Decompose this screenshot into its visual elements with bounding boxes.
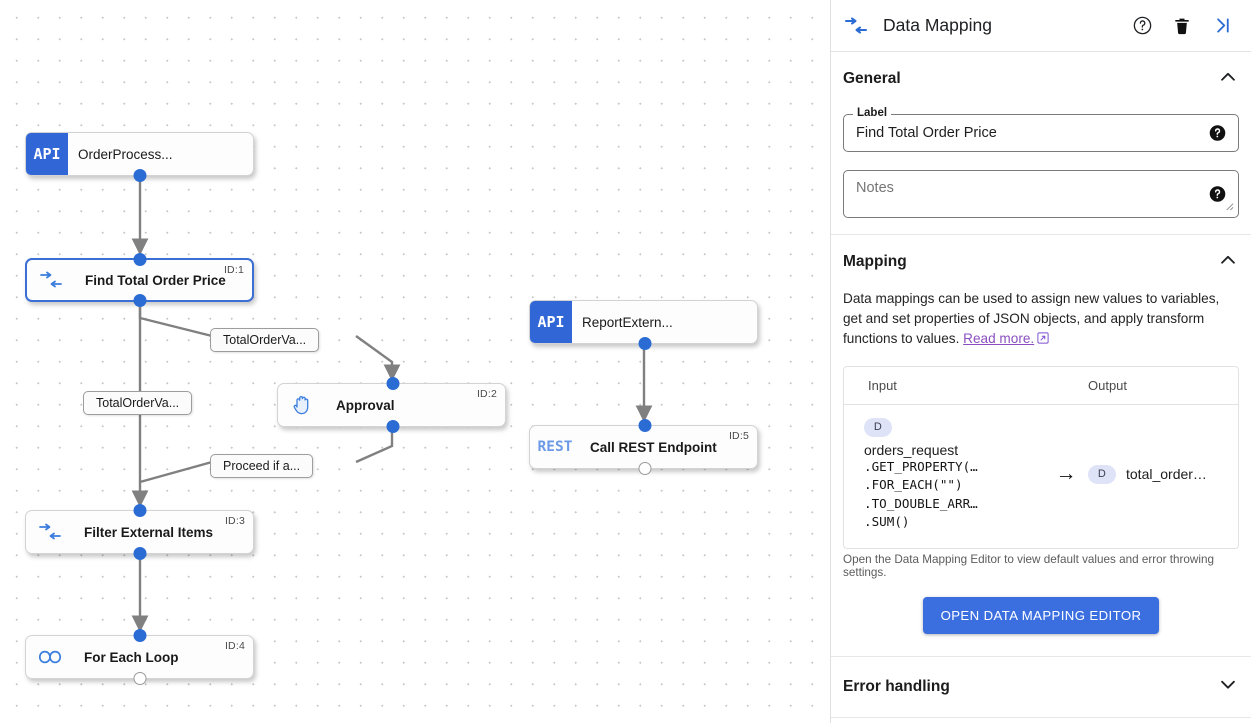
- flow-node-find-total-order-price[interactable]: Find Total Order Price ID:1: [25, 253, 254, 307]
- mapping-output-cell: D total_order…: [1088, 464, 1238, 484]
- column-header-input: Input: [868, 378, 897, 393]
- data-mapping-icon: [27, 260, 75, 300]
- flow-node-id: ID:4: [224, 640, 245, 652]
- flow-node-label: Approval: [336, 397, 395, 413]
- mapping-hint: Open the Data Mapping Editor to view def…: [843, 552, 1214, 579]
- data-mapping-icon: [843, 17, 869, 35]
- mapping-table: Input Output D orders_request .GET_PROPE…: [843, 366, 1239, 549]
- section-divider: [831, 655, 1251, 657]
- flow-node-id: ID:1: [223, 264, 244, 276]
- chevron-up-icon[interactable]: [1217, 66, 1239, 93]
- external-link-icon[interactable]: [1037, 330, 1049, 350]
- flow-node-id: ID:5: [728, 430, 749, 442]
- mapping-input-cell: D orders_request .GET_PROPERTY(… .FOR_EA…: [844, 417, 1044, 532]
- flow-canvas[interactable]: API OrderProcess... Find Total Order Pri…: [0, 0, 830, 723]
- edge-label-proceed-if-approved[interactable]: Proceed if a...: [210, 454, 314, 478]
- data-mapping-icon: [26, 511, 74, 553]
- notes-placeholder: Notes: [856, 180, 894, 196]
- section-error-handling-header[interactable]: Error handling: [831, 657, 1251, 717]
- node-port-top[interactable]: [638, 419, 652, 432]
- section-title: Mapping: [843, 253, 907, 270]
- help-icon[interactable]: [1209, 125, 1226, 142]
- flow-node-approval[interactable]: Approval ID:2: [277, 377, 506, 433]
- mapping-table-header: Input Output: [844, 367, 1238, 405]
- type-badge: D: [1088, 464, 1116, 484]
- resize-handle[interactable]: [1223, 200, 1234, 214]
- mapping-arrow-icon: →: [1055, 462, 1077, 486]
- flow-node-call-rest-endpoint[interactable]: REST Call REST Endpoint ID:5: [529, 419, 758, 475]
- node-port-bottom[interactable]: [133, 169, 146, 182]
- section-divider: [831, 716, 1251, 718]
- flow-node-id: ID:3: [224, 515, 245, 527]
- edge-label-totalordervalue-upper[interactable]: TotalOrderVa...: [210, 328, 320, 352]
- page-title: Data Mapping: [883, 15, 992, 35]
- flow-edges: [131, 176, 653, 633]
- notes-field[interactable]: Notes: [843, 170, 1239, 218]
- node-port-bottom[interactable]: [133, 672, 146, 685]
- node-port-bottom[interactable]: [133, 294, 146, 307]
- notes-field-wrapper: Notes: [831, 152, 1251, 234]
- help-icon[interactable]: [1209, 186, 1226, 203]
- flow-node-label: Call REST Endpoint: [590, 439, 717, 455]
- flow-node-label: Find Total Order Price: [85, 272, 226, 288]
- input-transform-chain: .GET_PROPERTY(… .FOR_EACH("") .TO_DOUBLE…: [864, 458, 1044, 532]
- node-port-bottom[interactable]: [386, 420, 400, 433]
- node-port-top[interactable]: [133, 629, 146, 642]
- panel-body: General Label Find Total Order Price: [831, 52, 1251, 723]
- help-circle-icon[interactable]: [1127, 11, 1157, 41]
- properties-panel: Data Mapping: [830, 0, 1251, 723]
- open-editor-button-row: OPEN DATA MAPPING EDITOR: [831, 579, 1251, 656]
- flow-node-id: ID:2: [476, 388, 497, 400]
- node-port-bottom[interactable]: [638, 337, 652, 350]
- trash-icon[interactable]: [1167, 11, 1197, 41]
- node-port-bottom[interactable]: [638, 462, 652, 475]
- label-field[interactable]: Label Find Total Order Price: [843, 107, 1239, 152]
- transform-step: .SUM(): [864, 514, 910, 529]
- mapping-description-text: Data mappings can be used to assign new …: [843, 291, 1220, 346]
- label-field-value: Find Total Order Price: [856, 125, 997, 141]
- chevron-down-icon[interactable]: [1217, 673, 1239, 700]
- flow-node-label: ReportExtern...: [582, 314, 673, 330]
- label-field-legend: Label: [853, 107, 892, 119]
- label-field-wrapper: Label Find Total Order Price: [831, 106, 1251, 152]
- transform-step: .FOR_EACH(""): [864, 477, 963, 492]
- flow-node-orderprocess[interactable]: API OrderProcess...: [25, 132, 254, 182]
- output-variable-name: total_order…: [1126, 466, 1207, 483]
- rest-badge: REST: [537, 439, 573, 455]
- read-more-link[interactable]: Read more.: [963, 331, 1035, 346]
- flow-node-reportextern[interactable]: API ReportExtern...: [529, 300, 758, 350]
- flow-node-label: Filter External Items: [84, 524, 214, 540]
- flow-node-for-each-loop[interactable]: For Each Loop ID:4: [25, 629, 254, 685]
- mapping-table-row[interactable]: D orders_request .GET_PROPERTY(… .FOR_EA…: [844, 405, 1238, 548]
- mapping-description: Data mappings can be used to assign new …: [831, 289, 1251, 360]
- transform-step: .GET_PROPERTY(…: [864, 458, 978, 474]
- open-data-mapping-editor-button[interactable]: OPEN DATA MAPPING EDITOR: [922, 596, 1160, 634]
- loop-icon: [26, 636, 74, 678]
- edge-label-totalordervalue-lower[interactable]: TotalOrderVa...: [83, 391, 193, 415]
- node-port-top[interactable]: [133, 504, 146, 517]
- transform-step: .TO_DOUBLE_ARR…: [864, 495, 978, 511]
- api-badge: API: [530, 301, 572, 343]
- flow-node-filter-external-items[interactable]: Filter External Items ID:3: [25, 504, 254, 560]
- section-divider: [831, 234, 1251, 235]
- column-header-output: Output: [1088, 378, 1128, 393]
- section-title: General: [843, 70, 901, 87]
- type-badge: D: [864, 417, 892, 437]
- hand-icon: [278, 384, 326, 426]
- section-general-header[interactable]: General: [831, 52, 1251, 106]
- api-badge: API: [26, 133, 68, 175]
- panel-header: Data Mapping: [831, 0, 1251, 52]
- collapse-panel-icon[interactable]: [1207, 11, 1237, 41]
- node-port-bottom[interactable]: [133, 547, 146, 560]
- section-title: Error handling: [843, 677, 950, 695]
- input-variable-name: orders_request: [864, 441, 959, 458]
- chevron-up-icon[interactable]: [1217, 249, 1239, 276]
- flow-node-label: OrderProcess...: [78, 146, 173, 162]
- node-port-top[interactable]: [386, 377, 400, 390]
- node-port-top[interactable]: [133, 253, 146, 266]
- section-mapping-header[interactable]: Mapping: [831, 235, 1251, 289]
- flow-node-label: For Each Loop: [84, 649, 179, 665]
